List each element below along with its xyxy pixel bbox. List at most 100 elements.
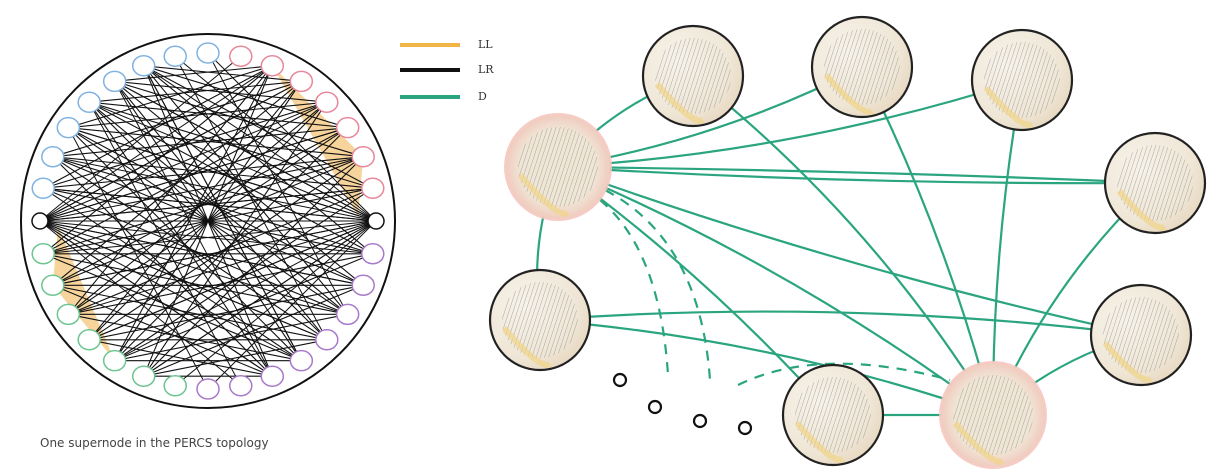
lr-hub-line [89,220,377,341]
lr-hub-line [39,101,327,222]
lr-line [89,101,348,129]
lr-hub-line [39,127,348,222]
node-internal-links [984,42,1060,118]
lr-line [42,187,302,362]
d-link [557,78,1023,169]
lr-hub-line [39,55,242,222]
lr-hub-line [43,220,377,255]
d-link [692,75,994,416]
lr-hub-line [52,156,377,222]
lr-hub-line [39,220,302,362]
ring-node [289,349,314,372]
lr-hub-line [39,220,242,387]
node-internal-links [518,127,598,207]
ellipsis-dot [647,399,663,415]
ring-node [260,55,285,77]
ellipsis-dot [612,372,628,388]
node-ll-band [1102,341,1153,383]
lr-line [143,65,273,377]
lr-line [207,52,349,315]
lr-line [52,156,273,377]
lr-line [89,339,273,377]
lr-line [52,80,302,158]
ring-node [163,45,187,67]
supernode-node [1103,131,1207,235]
ellipsis-dot [737,420,753,436]
ring-node [56,303,81,326]
lr-hub-line [143,220,377,377]
legend-label-ll: LL [478,38,493,51]
lr-line [114,81,273,377]
ring-node [77,91,101,113]
ring-node [31,243,55,265]
supernode-node [504,113,612,221]
lr-line [68,127,364,158]
node-ll-band [517,173,570,217]
node-ll-band [654,82,705,124]
lr-hub-line [89,101,377,222]
ring-node [260,365,285,387]
lr-line [143,65,348,129]
supernode-node [810,15,914,119]
lr-hub-line [68,220,377,315]
lr-hub-line [39,156,364,222]
node-ll-band [952,421,1005,465]
lr-line [67,65,273,315]
lr-hub-line [39,220,273,377]
ring-node [102,70,127,93]
dashed-link [604,189,712,381]
ring-node [131,365,156,387]
ellipsis-dots [612,372,753,436]
lr-line [143,65,374,255]
ring-node [31,177,55,199]
lr-line [52,127,348,158]
hub-node [31,212,49,230]
lr-hub-line [39,80,302,222]
supernode-node [1089,283,1193,387]
node-ll-band [983,86,1034,128]
ring-node [196,378,220,400]
ring-node [315,329,339,351]
ring-node [315,91,339,113]
ring-node [335,116,360,139]
ring-node [196,42,220,64]
lr-line [89,80,302,103]
lr-line [114,80,364,158]
lr-hub-line [68,127,377,222]
lr-link-lines [39,52,377,390]
lr-line [52,156,328,341]
node-ll-band [501,326,552,368]
ring-node [229,45,253,67]
lr-hub-line [39,187,373,222]
node-internal-links [1103,297,1179,373]
lr-line [52,80,302,286]
supernode-node [641,24,745,128]
supernode-circle [20,33,396,409]
d-link [539,310,1142,337]
d-link [557,166,834,416]
supernode-node [970,28,1074,132]
lr-line [114,80,364,286]
node-internal-links [824,29,900,105]
legend [400,43,460,99]
lr-line [68,65,273,129]
node-internal-links [1117,145,1193,221]
lr-hub-line [207,52,377,222]
lr-hub-line [143,65,377,222]
supernode-node [488,268,592,372]
ring-node [335,303,360,326]
hub-node [367,212,385,230]
diagram-caption: One supernode in the PERCS topology [40,436,269,450]
legend-label-d: D [478,90,487,103]
supernode-graph-nodes [488,15,1207,469]
node-ll-band [794,421,845,463]
node-internal-links [655,38,731,114]
router-ring-nodes [31,42,385,400]
lr-line [88,101,374,255]
d-link [557,165,1156,185]
lr-hub-line [39,65,273,222]
ring-node [131,55,156,77]
dashed-link [599,199,670,376]
legend-label-lr: LR [478,63,494,76]
